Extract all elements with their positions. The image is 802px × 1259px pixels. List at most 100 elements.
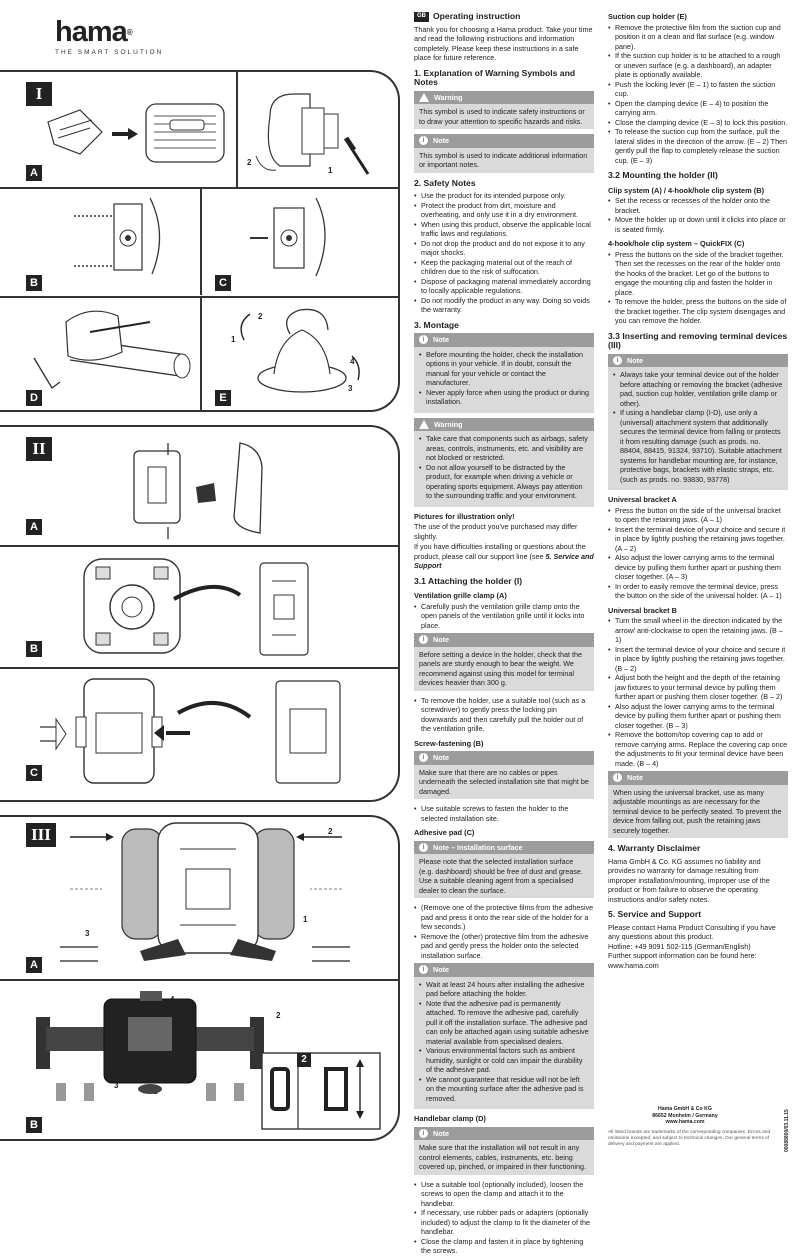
note-heading: Note (433, 335, 449, 345)
adhesive-mount-drawing (250, 197, 326, 276)
list-item: Close the clamp and fasten it in place b… (414, 1237, 594, 1256)
panel-II: II A B C (0, 425, 400, 802)
list-item: Turn the small wheel in the direction in… (608, 616, 788, 645)
four-hook-drawing (83, 558, 309, 656)
list-item: Press the button on the side of the univ… (608, 506, 788, 525)
quickfix-heading: 4-hook/hole clip system – QuickFIX (C) (608, 239, 745, 248)
list-item: Always take your terminal device out of … (613, 370, 783, 408)
universal-bracket-b-drawing (36, 991, 264, 1101)
list-item: Keep the packaging material out of the r… (414, 258, 594, 277)
pictures-heading: Pictures for illustration only! (414, 511, 515, 521)
list-item: If using a handlebar clamp (I-D), use on… (613, 408, 783, 484)
note-text: Before setting a device in the holder, c… (419, 649, 583, 688)
list-item: Do not modify the product in any way. Do… (414, 296, 594, 315)
list-item: Wait at least 24 hours after installing … (419, 980, 589, 999)
inset-label: 2 (297, 1053, 311, 1067)
warning-heading: Warning (434, 419, 463, 429)
note-heading: Note (433, 635, 449, 645)
heading-5: 5. Service and Support (608, 909, 702, 919)
intro-text: Thank you for choosing a Hama product. T… (414, 24, 593, 63)
note-heading: Note (433, 753, 449, 763)
support-ref: 5. Service and Support (414, 551, 594, 571)
list-item: Push the locking lever (E – 1) to fasten… (608, 80, 788, 99)
list-item: Note that the adhesive pad is permanentl… (419, 999, 589, 1047)
info-icon: i (419, 136, 428, 146)
list-item: Use the product for its intended purpose… (414, 191, 594, 201)
list-item: Carefully push the ventilation grille cl… (414, 602, 594, 631)
num-IA-2: 2 (247, 158, 252, 167)
universal-a-heading: Universal bracket A (608, 495, 677, 504)
hama-logo: hama® THE SMART SOLUTION (55, 16, 164, 57)
heading-3-3: 3.3 Inserting and removing terminal devi… (608, 330, 788, 350)
label-IC: C (215, 275, 231, 291)
clip-heading: Clip system (A) / 4-hook/hole clip syste… (608, 185, 765, 195)
num-IE-1: 1 (231, 335, 236, 344)
num-IE-3: 3 (348, 384, 353, 393)
note-heading: Note (433, 965, 449, 975)
list-item: If necessary, use rubber pads or adapter… (414, 1208, 594, 1237)
heading-3-1: 3.1 Attaching the holder (I) (414, 575, 523, 586)
list-item: Remove the bottom/top covering cap to ad… (608, 730, 788, 768)
footer-address: Hama GmbH & Co KG 86652 Monheim / German… (640, 1106, 730, 1126)
heading-1: 1. Explanation of Warning Symbols and No… (414, 67, 576, 88)
quickfix-drawing (40, 678, 341, 784)
warning-heading: Warning (434, 92, 463, 102)
suction-cup-drawing (240, 308, 360, 393)
list-item: Open the clamping device (E – 4) to posi… (608, 99, 788, 118)
vent-heading: Ventilation grille clamp (A) (414, 591, 507, 601)
list-item: Remove the (other) protective film from … (414, 932, 594, 961)
info-icon: i (613, 355, 622, 365)
logo-word: hama (55, 16, 128, 48)
note-heading: Note (627, 355, 643, 365)
list-item: Various environmental factors such as am… (419, 1046, 589, 1075)
info-icon: i (419, 842, 428, 852)
adhesive-heading: Adhesive pad (C) (414, 828, 475, 838)
inset-drawing (261, 1052, 381, 1130)
info-icon: i (419, 635, 428, 645)
list-item: Insert the terminal device of your choic… (608, 525, 788, 554)
list-item: Set the recess or recesses of the holder… (608, 196, 788, 215)
list-item: Press the buttons on the side of the bra… (608, 250, 788, 298)
list-item: We cannot guarantee that residue will no… (419, 1075, 589, 1104)
num-IE-4: 4 (350, 357, 355, 366)
service-text: Please contact Hama Product Consulting i… (608, 922, 776, 942)
heading-2: 2. Safety Notes (414, 177, 476, 188)
screw-heading: Screw-fastening (B) (414, 738, 484, 748)
num-IIIB-2: 2 (276, 1011, 281, 1020)
list-item: Before mounting the holder, check the in… (419, 350, 589, 388)
list-item: Use suitable screws to fasten the holder… (414, 804, 594, 823)
handlebar-clamp-drawing (33, 310, 191, 390)
num-IA-1: 1 (328, 166, 333, 175)
num-IIIA-1: 1 (303, 915, 308, 924)
list-item: Remove the protective film from the suct… (608, 23, 788, 52)
logo-tagline: THE SMART SOLUTION (55, 49, 164, 56)
heading-3: 3. Montage (414, 319, 459, 330)
warning-icon (419, 92, 429, 102)
list-item: Move the holder up or down until it clic… (608, 215, 788, 234)
text-column-2: Suction cup holder (E) Remove the protec… (608, 12, 788, 973)
panel-III: III A B 2 1 3 4 2 3 1 (0, 815, 400, 1141)
label-ID: D (26, 390, 42, 406)
label-IIC: C (26, 765, 42, 781)
list-item: Protect the product from dirt, moisture … (414, 201, 594, 220)
list-item: (Remove one of the protective films from… (414, 903, 594, 932)
note-text: When using the universal bracket, use as… (613, 787, 782, 835)
universal-b-heading: Universal bracket B (608, 605, 678, 615)
info-icon: i (419, 753, 428, 763)
vent-clamp-drawing (47, 103, 225, 163)
footer-web: www.hama.com (665, 1119, 705, 1125)
list-item: Use a suitable tool (optionally included… (414, 1180, 594, 1209)
doc-title-text: Operating instruction (433, 11, 521, 22)
note-heading: Note – Installation surface (433, 842, 523, 852)
warning-icon (419, 419, 429, 429)
warranty-text: Hama GmbH & Co. KG assumes no liability … (608, 856, 770, 904)
note-heading: Note (627, 773, 643, 782)
heading-3-2: 3.2 Mounting the holder (II) (608, 170, 718, 180)
note-text: Make sure that the installation will not… (419, 1143, 587, 1172)
label-IE: E (215, 390, 231, 406)
